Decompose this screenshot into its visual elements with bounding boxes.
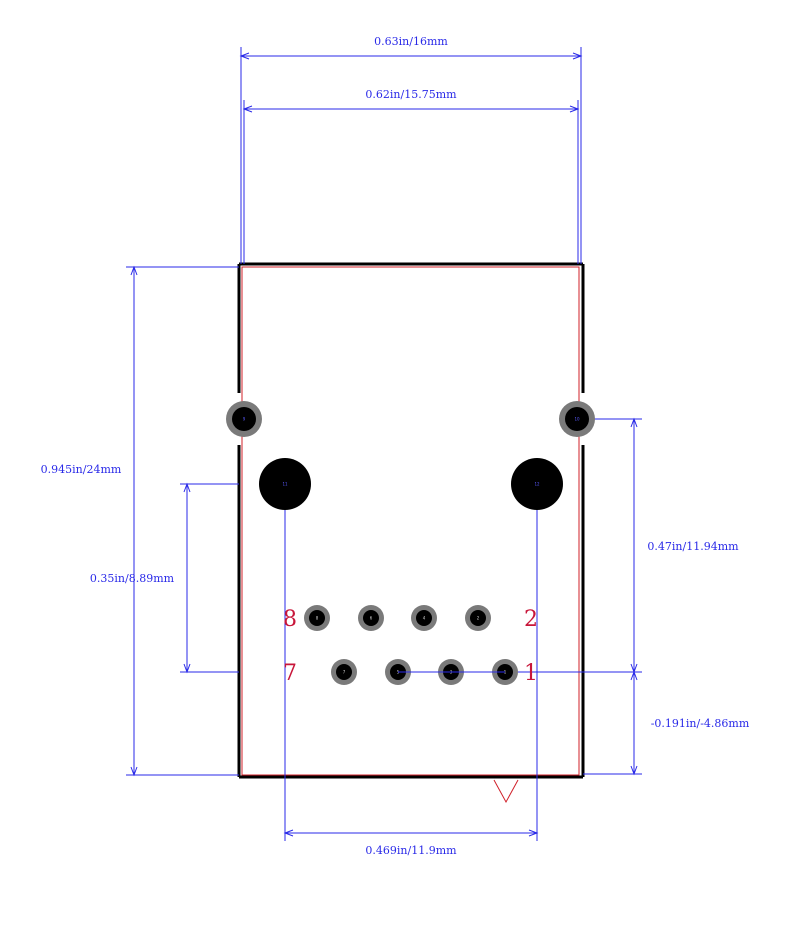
signal-pad: 4 [411,605,437,631]
pad-hole [470,610,486,626]
pad-number: 6 [370,616,373,621]
dim-label-row-to-edge: -0.191in/-4.86mm [651,717,750,730]
pad-number: 8 [316,616,319,621]
shield-pad-right: 10 [559,401,595,437]
pad-hole [232,407,256,431]
pin1-marker [493,779,519,804]
courtyard [241,266,580,804]
post-hole [259,458,311,510]
pad-number: 2 [477,616,480,621]
arrow-head [183,482,191,493]
arrow-head [569,105,580,113]
shield-pad-left: 9 [226,401,262,437]
arrow-head [630,765,638,776]
pin-label-2: 2 [524,607,538,632]
dim-label-width-outer: 0.63in/16mm [374,35,448,48]
pin-label-8: 8 [283,607,297,632]
arrow-head [130,265,138,276]
dim-label-width-inner: 0.62in/15.75mm [365,88,457,101]
arrow-head [239,52,250,60]
pad-hole [309,610,325,626]
arrow-head [283,829,294,837]
pin-label-7: 7 [283,661,297,686]
pad-hole [565,407,589,431]
arrow-head [528,829,539,837]
pad-number: 10 [574,417,580,422]
dim-label-height: 0.945in/24mm [41,463,122,476]
pad-number: 9 [243,417,246,422]
pad-number: 1 [504,670,507,675]
pad-number: 7 [343,670,346,675]
pin-labels: 8 2 7 1 [283,607,538,686]
signal-pad: 6 [358,605,384,631]
pad-number: 12 [534,482,540,487]
pad-row-top: 8 6 4 2 [304,605,491,631]
arrow-head [130,766,138,777]
post-hole [511,458,563,510]
locating-post-right: 12 [511,458,563,510]
arrow-head [630,417,638,428]
arrow-head [242,105,253,113]
dim-label-post-spacing: 0.469in/11.9mm [365,844,457,857]
pad-number: 4 [423,616,426,621]
signal-pad: 2 [465,605,491,631]
courtyard-rect [241,266,580,776]
locating-post-left: 11 [259,458,311,510]
pad-hole [363,610,379,626]
arrow-head [572,52,583,60]
arrow-head [630,670,638,681]
dim-label-mount-to-row: 0.47in/11.94mm [647,540,739,553]
arrow-head [183,663,191,674]
signal-pad: 8 [304,605,330,631]
dimension-lines [126,47,642,841]
pad-number: 11 [282,482,288,487]
body-outline [237,262,585,779]
pad-hole [336,664,352,680]
signal-pad: 7 [331,659,357,685]
pin-label-1: 1 [524,661,538,686]
dim-label-row-offset: 0.35in/8.89mm [90,572,175,585]
dimension-labels: 0.63in/16mm 0.62in/15.75mm 0.945in/24mm … [41,35,750,857]
pad-hole [416,610,432,626]
